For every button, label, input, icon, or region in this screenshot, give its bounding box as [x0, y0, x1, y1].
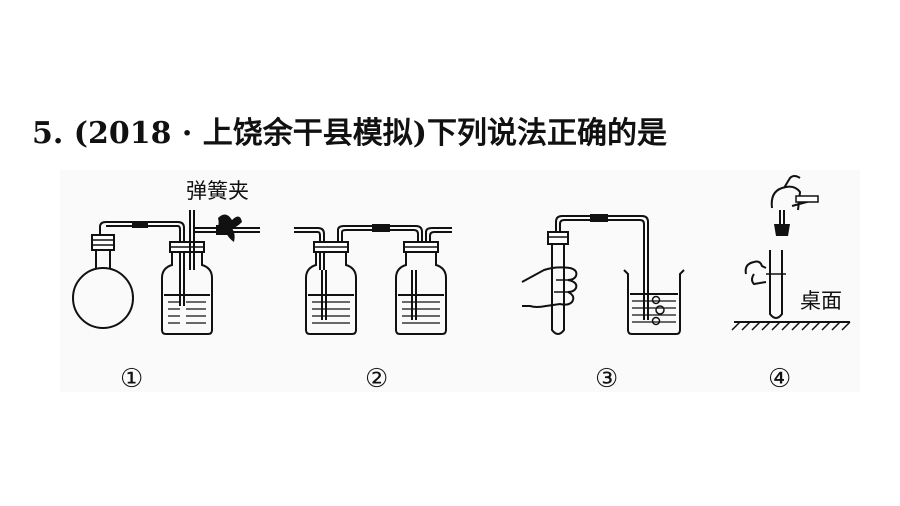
panel-2-apparatus: ② [294, 224, 452, 394]
panel-1-apparatus: 弹簧夹 ① [72, 179, 260, 394]
gas-bottle-2b [395, 241, 447, 335]
question-stem: 5. (2018 · 上饶余干县模拟)下列说法正确的是 [32, 108, 667, 152]
panel-4-apparatus: 桌面 ④ [731, 175, 851, 394]
question-number: 5. [32, 116, 64, 151]
tabletop [731, 321, 851, 331]
figure-background [60, 170, 860, 392]
round-bottom-flask [72, 234, 134, 329]
tabletop-label: 桌面 [800, 289, 842, 313]
connecting-tube-1 [99, 221, 185, 306]
question-source: (2018 · 上饶余干县模拟) [73, 116, 427, 151]
gas-bottle-1 [161, 241, 213, 335]
panel-1-label: ① [120, 364, 143, 394]
question-text: 下列说法正确的是 [427, 116, 667, 151]
rubber-stopper [774, 210, 790, 236]
hand-with-stopper-icon [770, 175, 819, 211]
spring-clip-icon [216, 214, 242, 242]
gas-bottle-2a [305, 241, 357, 335]
test-tube-4 [766, 250, 786, 319]
panel-3-apparatus: ③ [521, 214, 685, 394]
panel-4-label: ④ [768, 364, 791, 394]
hand-icon [521, 266, 578, 308]
panel-3-label: ③ [595, 364, 618, 394]
panel-2-label: ② [365, 364, 388, 394]
beaker [623, 269, 685, 335]
experiment-figure: 弹簧夹 ① ② [60, 170, 860, 394]
test-tube-3 [547, 231, 569, 335]
hand-small-icon [744, 260, 767, 286]
spring-clip-label: 弹簧夹 [186, 179, 249, 203]
